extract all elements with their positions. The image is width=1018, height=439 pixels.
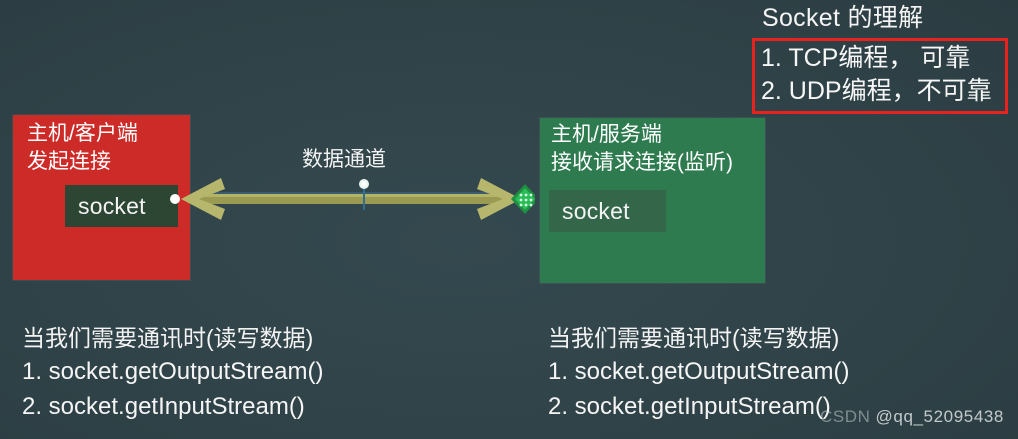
protocol-list-item-tcp: 1. TCP编程， 可靠 bbox=[761, 44, 971, 72]
server-usage-note-item-2: 2. socket.getInputStream() bbox=[548, 393, 831, 420]
client-node-subtitle: 发起连接 bbox=[27, 150, 111, 173]
socket-explanation-block: Socket 的理解 1. TCP编程， 可靠 2. UDP编程，不可靠 bbox=[752, 2, 1014, 114]
arrow-connector-node-icon bbox=[511, 184, 535, 214]
page-title: Socket 的理解 bbox=[762, 4, 924, 32]
client-node-title: 主机/客户端 bbox=[27, 122, 138, 145]
server-usage-note-item-1: 1. socket.getOutputStream() bbox=[548, 358, 850, 385]
client-socket-label: socket bbox=[78, 192, 146, 219]
server-node[interactable]: 主机/服务端 接收请求连接(监听) socket bbox=[540, 118, 765, 283]
server-node-title: 主机/服务端 bbox=[551, 123, 662, 146]
server-node-subtitle: 接收请求连接(监听) bbox=[551, 151, 733, 174]
client-usage-note: 当我们需要通讯时(读写数据) 1. socket.getOutputStream… bbox=[22, 322, 492, 424]
client-socket-chip[interactable]: socket bbox=[65, 185, 178, 227]
server-usage-note-head: 当我们需要通讯时(读写数据) bbox=[548, 325, 840, 351]
client-usage-note-item-1: 1. socket.getOutputStream() bbox=[22, 358, 324, 385]
channel-midpoint-pin-icon bbox=[359, 179, 369, 210]
server-socket-label: socket bbox=[562, 197, 630, 224]
data-channel-label: 数据通道 bbox=[302, 148, 386, 171]
protocol-list-item-udp: 2. UDP编程，不可靠 bbox=[761, 77, 992, 105]
server-socket-chip[interactable]: socket bbox=[549, 190, 666, 232]
bidirectional-arrow-icon[interactable] bbox=[165, 172, 535, 232]
client-usage-note-head: 当我们需要通讯时(读写数据) bbox=[22, 325, 314, 351]
client-usage-note-item-2: 2. socket.getInputStream() bbox=[22, 393, 305, 420]
client-node[interactable]: 主机/客户端 发起连接 socket bbox=[13, 115, 190, 280]
protocol-list-box: 1. TCP编程， 可靠 2. UDP编程，不可靠 bbox=[752, 38, 1008, 114]
arrow-anchor-dot-icon bbox=[170, 194, 180, 204]
server-usage-note: 当我们需要通讯时(读写数据) 1. socket.getOutputStream… bbox=[548, 322, 1018, 424]
